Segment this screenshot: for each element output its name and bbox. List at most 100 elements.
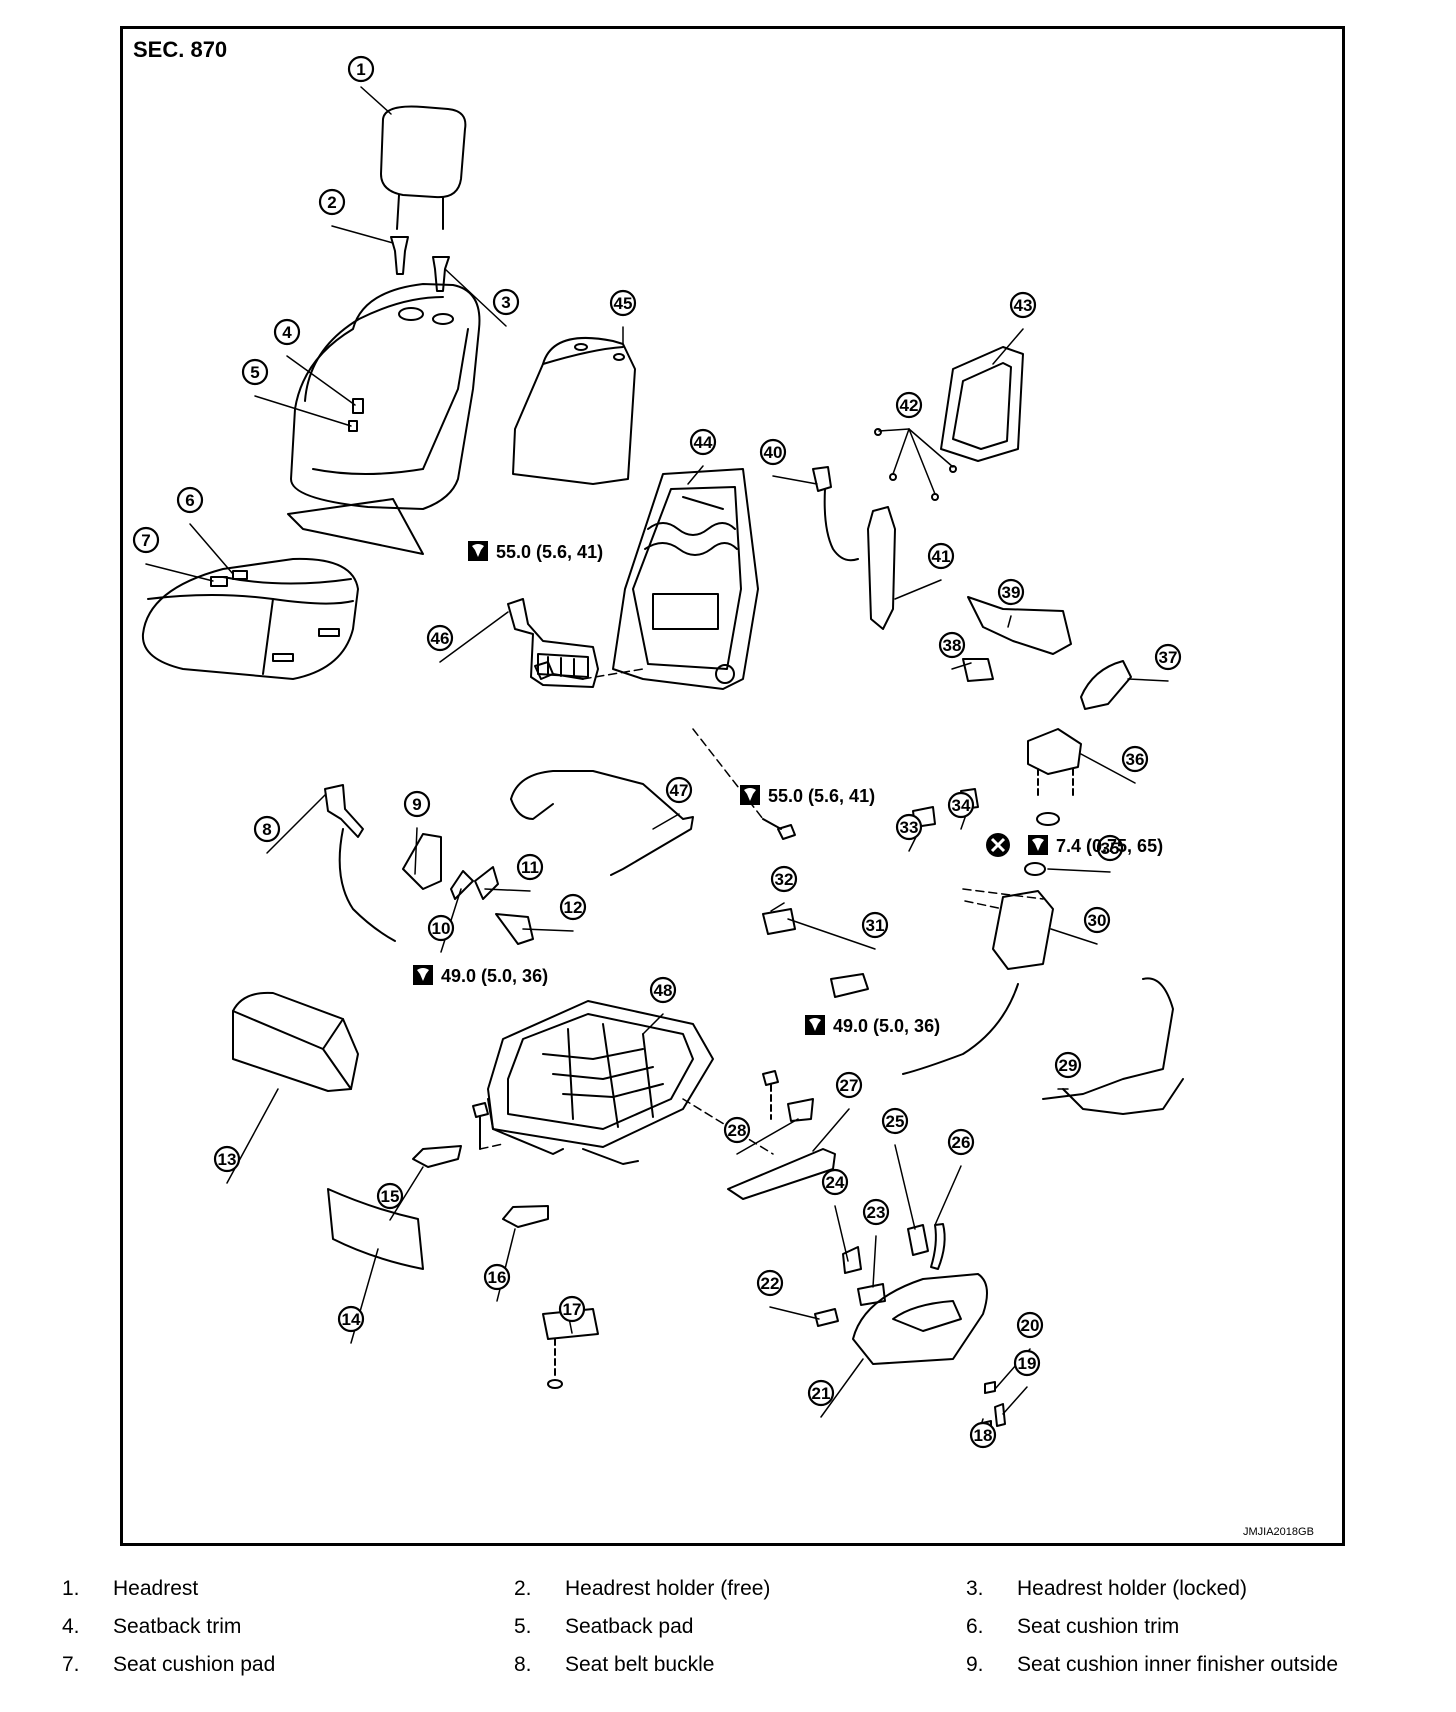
callout-8: 8 [253, 815, 281, 843]
callout-37: 37 [1154, 643, 1182, 671]
callout-12: 12 [559, 893, 587, 921]
torque-wrench-icon [805, 1015, 825, 1035]
callout-31: 31 [861, 911, 889, 939]
do-not-reuse-icon [986, 833, 1010, 857]
callout-circle [318, 188, 346, 216]
callout-10: 10 [427, 914, 455, 942]
callout-circle [821, 1168, 849, 1196]
callout-circle [1013, 1349, 1041, 1377]
callout-circle [132, 526, 160, 554]
cushion-wire-part [510, 770, 694, 876]
callout-circle [403, 790, 431, 818]
callout-35: 35 [1096, 834, 1124, 862]
seat-cushion-part [141, 557, 359, 680]
callout-circle [1009, 291, 1037, 319]
callout-45: 45 [609, 289, 637, 317]
callout-number: 1 [356, 60, 365, 79]
headrest-holder-parts [390, 236, 450, 292]
callout-number: 10 [432, 919, 451, 938]
callout-number: 9 [412, 795, 421, 814]
callout-circle [176, 486, 204, 514]
lumbar-part [507, 598, 599, 688]
callout-number: 19 [1018, 1354, 1037, 1373]
callout-number: 40 [764, 443, 783, 462]
callout-circle [253, 815, 281, 843]
callout-number: 38 [943, 636, 962, 655]
torque-label: 55.0 (5.6, 41) [740, 785, 875, 806]
callout-7: 7 [132, 526, 160, 554]
callout-9: 9 [403, 790, 431, 818]
callout-1: 1 [347, 55, 375, 83]
torque-value: 49.0 (5.0, 36) [833, 1016, 940, 1036]
callout-26: 26 [947, 1128, 975, 1156]
callout-circle [241, 358, 269, 386]
callout-circle [426, 624, 454, 652]
seat-belt-buckle-part [324, 784, 396, 942]
callout-group: 1234567891011121314151617181920212223242… [132, 55, 1182, 1449]
callout-circle [376, 1182, 404, 1210]
callout-6: 6 [176, 486, 204, 514]
callout-circle [347, 55, 375, 83]
callout-number: 45 [614, 294, 633, 313]
callout-42: 42 [895, 391, 923, 419]
callout-circle [938, 631, 966, 659]
callout-5: 5 [241, 358, 269, 386]
torque-label: 55.0 (5.6, 41) [468, 541, 603, 562]
callout-number: 23 [867, 1203, 886, 1222]
callout-2: 2 [318, 188, 346, 216]
legend-label: Seat cushion pad [113, 1653, 276, 1676]
legend-label: Seat cushion inner finisher outside [1017, 1653, 1339, 1676]
callout-34: 34 [947, 791, 975, 819]
callout-number: 27 [840, 1076, 859, 1095]
legend-number: 8. [514, 1653, 532, 1676]
callout-circle [1083, 906, 1111, 934]
right-side-parts [727, 346, 1184, 1434]
callout-circle [881, 1107, 909, 1135]
small-bracket-parts [412, 1145, 549, 1228]
callout-number: 21 [812, 1384, 831, 1403]
callout-number: 34 [952, 796, 971, 815]
torque-group: 55.0 (5.6, 41)55.0 (5.6, 41)7.4 (0.75, 6… [413, 541, 1163, 1036]
torque-wrench-icon [1028, 835, 1048, 855]
callout-circle [862, 1198, 890, 1226]
callout-22: 22 [756, 1269, 784, 1297]
callout-38: 38 [938, 631, 966, 659]
callout-circle [997, 578, 1025, 606]
callout-circle [770, 865, 798, 893]
exploded-seat-diagram: SEC. 870 1234567891011121314151617181920… [132, 37, 1314, 1538]
callout-number: 41 [932, 547, 951, 566]
callout-41: 41 [927, 542, 955, 570]
callout-circle [756, 1269, 784, 1297]
callout-17: 17 [558, 1295, 586, 1323]
callout-number: 42 [900, 396, 919, 415]
torque-value: 55.0 (5.6, 41) [768, 786, 875, 806]
callout-number: 14 [342, 1310, 361, 1329]
callout-number: 13 [218, 1150, 237, 1169]
callout-circle [1016, 1311, 1044, 1339]
bolt-parts [472, 661, 796, 1150]
callout-18: 18 [969, 1421, 997, 1449]
seatback-frame-part [612, 468, 759, 690]
torque-label: 49.0 (5.0, 36) [805, 1015, 940, 1036]
callout-number: 29 [1059, 1056, 1078, 1075]
callout-number: 8 [262, 820, 271, 839]
callout-number: 12 [564, 898, 583, 917]
callout-number: 15 [381, 1187, 400, 1206]
callout-circle [273, 318, 301, 346]
callout-47: 47 [665, 776, 693, 804]
callout-number: 44 [694, 433, 713, 452]
callout-48: 48 [649, 976, 677, 1004]
callout-circle [689, 428, 717, 456]
callout-23: 23 [862, 1198, 890, 1226]
callout-circle [609, 289, 637, 317]
callout-number: 7 [141, 531, 150, 550]
diagram-code: JMJIA2018GB [1243, 1526, 1314, 1538]
callout-19: 19 [1013, 1349, 1041, 1377]
callout-number: 11 [521, 858, 539, 877]
callout-11: 11 [516, 853, 544, 881]
callout-circle [558, 1295, 586, 1323]
callout-number: 18 [974, 1426, 993, 1445]
callout-circle [213, 1145, 241, 1173]
legend-number: 7. [62, 1653, 80, 1676]
